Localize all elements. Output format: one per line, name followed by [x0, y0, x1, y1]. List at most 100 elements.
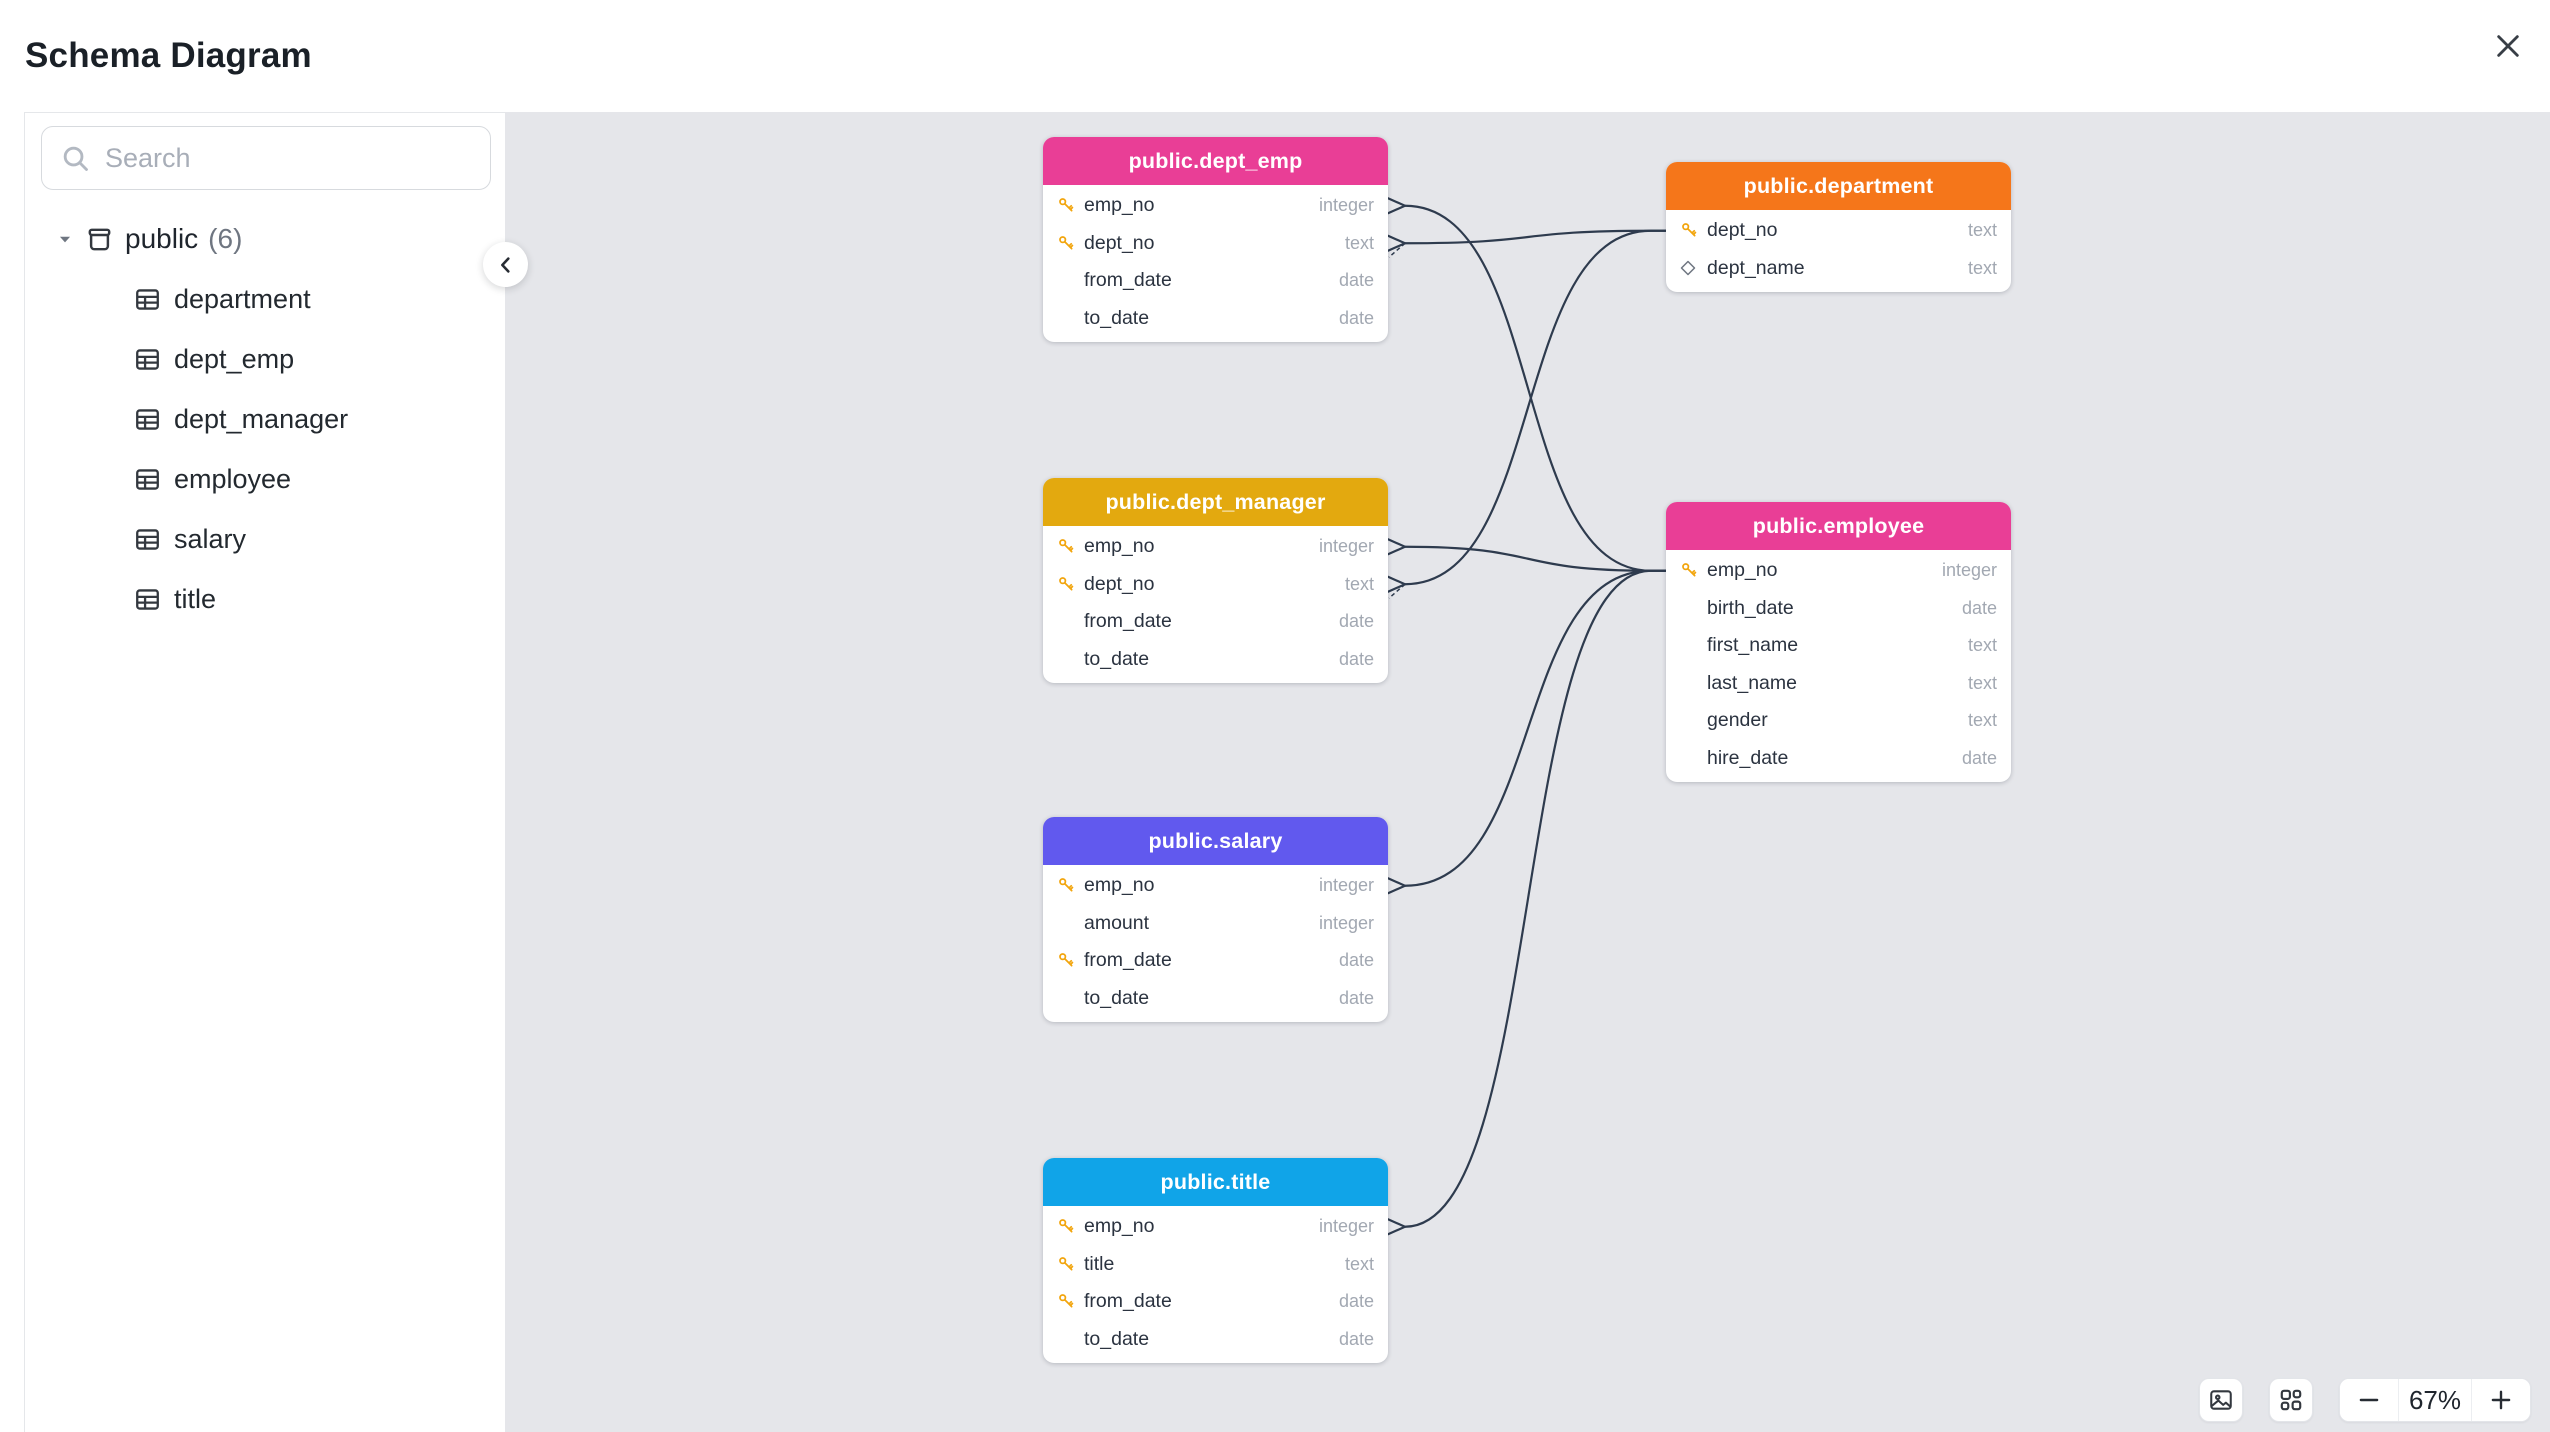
table-icon: [136, 588, 159, 610]
canvas-controls: 67%: [2199, 1378, 2531, 1422]
search-input[interactable]: [105, 142, 472, 174]
table-node-title: public.department: [1666, 162, 2011, 210]
column-row: to_date date: [1043, 980, 1388, 1018]
table-icon: [136, 348, 159, 370]
column-row: from_date date: [1043, 603, 1388, 641]
column-row: dept_name text: [1666, 250, 2011, 288]
zoom-out-icon: [2359, 1398, 2379, 1402]
table-icon: [136, 408, 159, 430]
column-row: emp_no integer: [1043, 528, 1388, 566]
diagram-canvas[interactable]: public.dept_emp emp_no integer dept_no t…: [505, 112, 2550, 1432]
relationship-edges: [1386, 197, 1668, 1236]
column-type: text: [1967, 220, 1997, 241]
sidebar-item-employee[interactable]: employee: [25, 449, 505, 509]
column-row: emp_no integer: [1043, 187, 1388, 225]
column-row: from_date date: [1043, 262, 1388, 300]
chevron-left-icon: [500, 256, 510, 273]
sidebar-item-label: title: [174, 583, 217, 614]
column-name: from_date: [1084, 610, 1172, 633]
column-type: integer: [1318, 195, 1374, 216]
column-row: first_name text: [1666, 627, 2011, 665]
unique-icon: [1680, 261, 1696, 276]
auto-layout-icon: [2280, 1389, 2302, 1411]
column-row: dept_no text: [1043, 225, 1388, 263]
column-row: dept_no text: [1043, 566, 1388, 604]
export-image-button[interactable]: [2199, 1378, 2243, 1422]
sidebar-item-salary[interactable]: salary: [25, 509, 505, 569]
sidebar-item-label: salary: [174, 523, 247, 554]
column-name: first_name: [1707, 634, 1799, 657]
column-row: to_date date: [1043, 641, 1388, 679]
sidebar-collapse-button[interactable]: [483, 242, 528, 287]
sidebar: public (6) department dept_emp dept_mana…: [24, 112, 505, 1432]
column-name: emp_no: [1084, 535, 1155, 558]
column-name: title: [1084, 1252, 1115, 1275]
table-node-title[interactable]: public.title emp_no integer title text f…: [1043, 1158, 1388, 1363]
primary-key-icon: [1682, 563, 1697, 577]
table-node-title: public.dept_emp: [1043, 137, 1388, 185]
primary-key-icon: [1059, 235, 1074, 250]
column-type: text: [1344, 232, 1374, 253]
table-node-title: public.employee: [1666, 502, 2011, 550]
column-name: emp_no: [1707, 559, 1778, 582]
column-type: integer: [1941, 560, 1997, 581]
column-row: to_date date: [1043, 1321, 1388, 1359]
column-row: gender text: [1666, 702, 2011, 740]
sidebar-item-schema-public[interactable]: public (6): [25, 209, 505, 269]
table-node-title: public.title: [1043, 1158, 1388, 1206]
column-row: emp_no integer: [1043, 1208, 1388, 1246]
table-node-title: public.salary: [1043, 817, 1388, 865]
search-icon: [63, 146, 88, 171]
export-image-icon: [2210, 1390, 2232, 1410]
zoom-control: 67%: [2339, 1378, 2531, 1422]
table-icon: [136, 528, 159, 550]
column-type: text: [1967, 710, 1997, 731]
table-node-dept_manager[interactable]: public.dept_manager emp_no integer dept_…: [1043, 478, 1388, 683]
primary-key-icon: [1682, 223, 1697, 237]
column-name: birth_date: [1707, 596, 1794, 619]
column-type: integer: [1318, 912, 1374, 933]
column-type: date: [1338, 1291, 1374, 1312]
column-name: emp_no: [1084, 874, 1155, 897]
sidebar-item-label: employee: [174, 463, 292, 494]
sidebar-item-dept_manager[interactable]: dept_manager: [25, 389, 505, 449]
column-type: text: [1344, 1253, 1374, 1274]
auto-layout-button[interactable]: [2269, 1378, 2313, 1422]
column-name: to_date: [1084, 647, 1150, 670]
column-row: from_date date: [1043, 1283, 1388, 1321]
table-node-salary[interactable]: public.salary emp_no integer amount inte…: [1043, 817, 1388, 1022]
column-name: emp_no: [1084, 1215, 1155, 1238]
table-node-employee[interactable]: public.employee emp_no integer birth_dat…: [1666, 502, 2011, 782]
table-node-dept_emp[interactable]: public.dept_emp emp_no integer dept_no t…: [1043, 137, 1388, 342]
column-type: text: [1967, 672, 1997, 693]
column-name: emp_no: [1084, 194, 1155, 217]
column-type: date: [1961, 747, 1997, 768]
table-node-department[interactable]: public.department dept_no text dept_name…: [1666, 162, 2011, 292]
primary-key-icon: [1059, 1256, 1074, 1271]
primary-key-icon: [1059, 878, 1074, 892]
column-row: emp_no integer: [1043, 867, 1388, 905]
zoom-in-button[interactable]: [2472, 1379, 2530, 1421]
column-name: to_date: [1084, 1327, 1150, 1350]
zoom-out-button[interactable]: [2340, 1379, 2398, 1421]
primary-key-icon: [1059, 198, 1074, 212]
column-type: integer: [1318, 1216, 1374, 1237]
column-name: to_date: [1084, 986, 1150, 1009]
schema-tree: public (6) department dept_emp dept_mana…: [25, 209, 505, 629]
column-type: date: [1338, 611, 1374, 632]
column-name: dept_no: [1084, 231, 1155, 254]
column-type: date: [1338, 307, 1374, 328]
close-button[interactable]: [2488, 26, 2528, 66]
page-title: Schema Diagram: [25, 36, 312, 75]
column-row: to_date date: [1043, 300, 1388, 338]
sidebar-item-label: department: [174, 283, 311, 314]
column-name: hire_date: [1707, 746, 1789, 769]
column-name: dept_name: [1707, 256, 1805, 279]
close-icon: [2497, 35, 2519, 57]
column-name: from_date: [1084, 269, 1172, 292]
sidebar-item-title[interactable]: title: [25, 569, 505, 629]
sidebar-item-department[interactable]: department: [25, 269, 505, 329]
column-name: gender: [1707, 709, 1768, 732]
column-row: title text: [1043, 1246, 1388, 1284]
sidebar-item-dept_emp[interactable]: dept_emp: [25, 329, 505, 389]
